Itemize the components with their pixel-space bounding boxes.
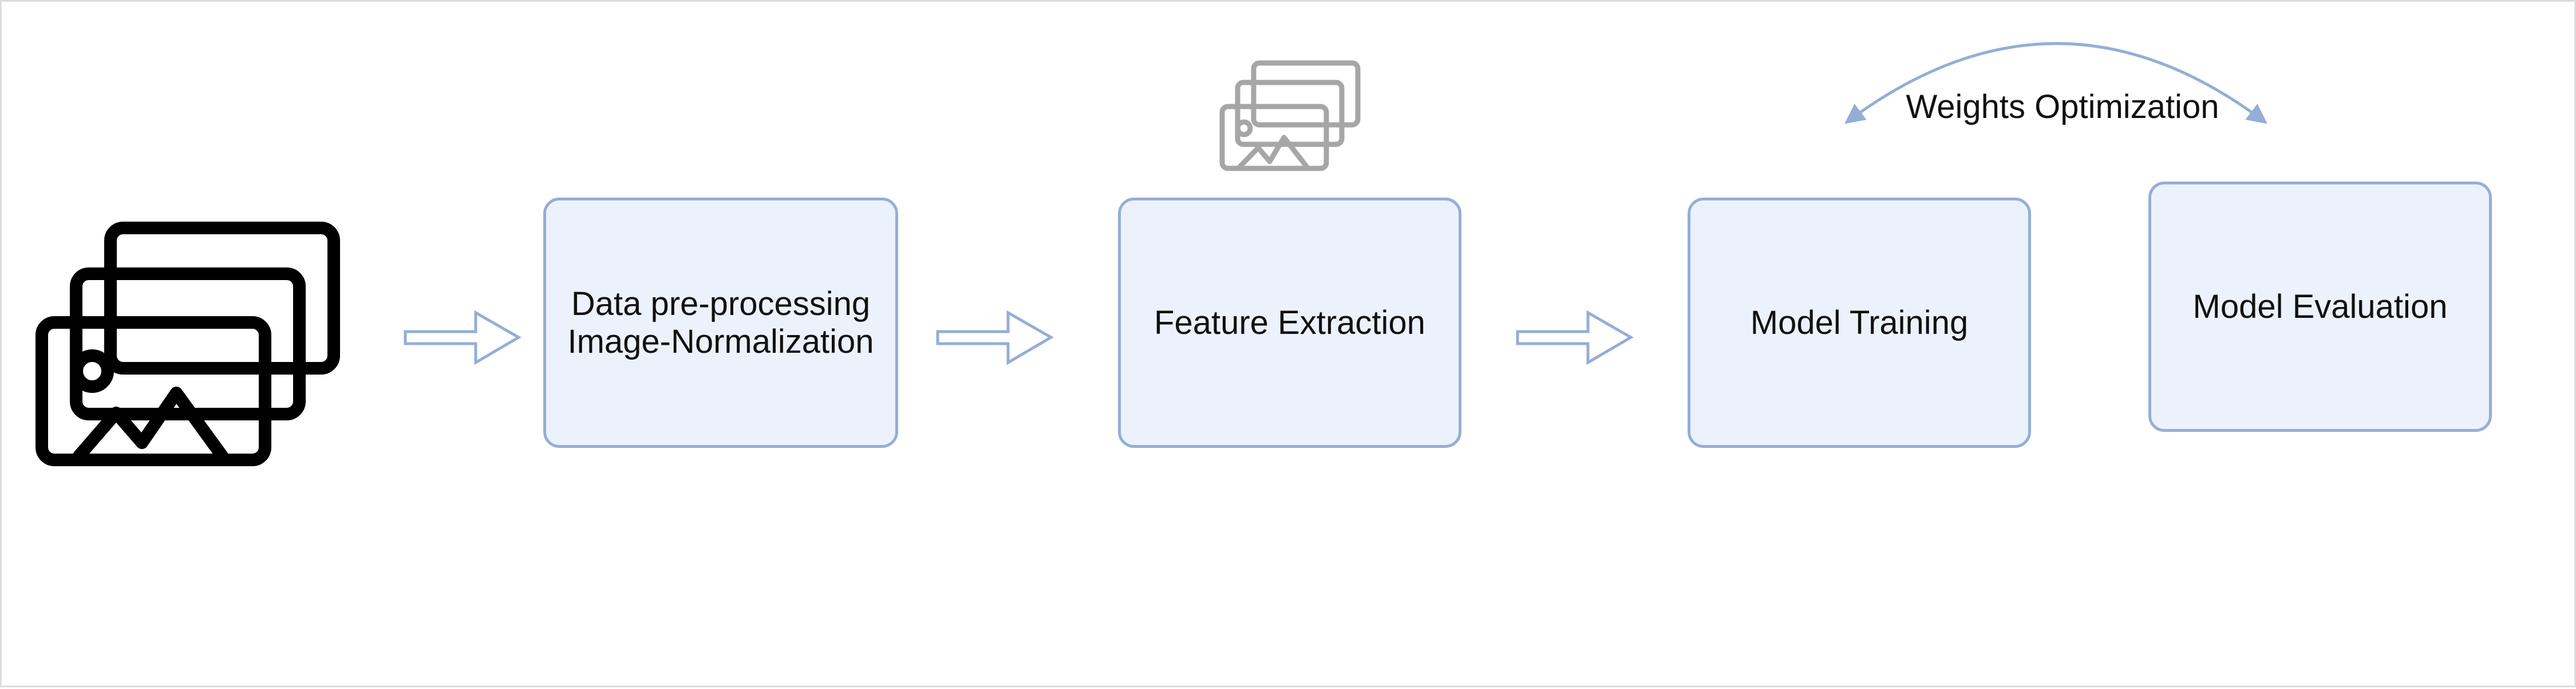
feature-extraction-step: Feature Extraction [1118, 198, 1461, 448]
preprocessing-label-line1: Data pre-processing [571, 285, 871, 322]
model-training-label: Model Training [1750, 304, 1969, 341]
image-stack-icon [35, 222, 340, 466]
flow-arrow-3 [1516, 310, 1634, 365]
flow-arrow-2 [936, 310, 1054, 365]
weights-optimization-label: Weights Optimization [1906, 88, 2219, 125]
model-evaluation-label: Model Evaluation [2192, 288, 2448, 325]
model-training-step: Model Training [1688, 198, 2031, 448]
preprocessing-step: Data pre-processing Image-Normalization [543, 198, 898, 448]
model-evaluation-step: Model Evaluation [2148, 182, 2492, 432]
feature-image-stack-icon [1219, 60, 1361, 171]
preprocessing-label-line2: Image-Normalization [567, 322, 874, 360]
feature-extraction-label: Feature Extraction [1154, 304, 1425, 341]
flow-arrow-1 [404, 310, 521, 365]
weights-optimization-arrow [1844, 42, 2267, 124]
